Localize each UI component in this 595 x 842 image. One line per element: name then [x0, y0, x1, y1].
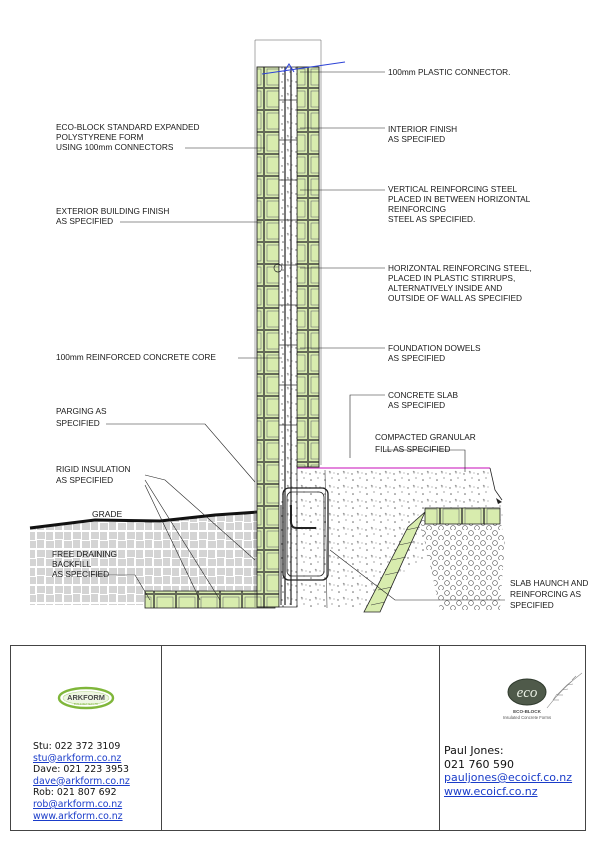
eco-logo-line2: Insulated Concrete Forms [503, 715, 551, 720]
label-concrete-slab: CONCRETE SLAB [388, 390, 459, 400]
paul-email[interactable]: pauljones@ecoicf.co.nz [444, 771, 573, 784]
ecoblock-logo: eco ECO-BLOCK Insulated Concrete Forms [503, 672, 583, 720]
label-interior-finish: INTERIOR FINISH [388, 124, 457, 134]
blank-cell [161, 646, 440, 830]
label-vertical-steel-2: PLACED IN BETWEEN HORIZONTAL [388, 194, 531, 204]
label-concrete-core: 100mm REINFORCED CONCRETE CORE [56, 352, 216, 362]
left-labels: ECO-BLOCK STANDARD EXPANDED POLYSTYRENE … [52, 122, 216, 579]
arkform-logo-name: ARKFORM [67, 693, 105, 702]
haunch-rebar [280, 469, 329, 609]
label-grade: GRADE [92, 509, 123, 519]
label-ecoblock-form-3: USING 100mm CONNECTORS [56, 142, 174, 152]
label-slab-haunch: SLAB HAUNCH AND [510, 578, 588, 588]
label-granular-fill: COMPACTED GRANULAR [375, 432, 476, 442]
ecoblock-contact-cell: eco ECO-BLOCK Insulated Concrete Forms P… [439, 646, 585, 830]
paul-name: Paul Jones: [444, 744, 504, 757]
label-exterior-finish: EXTERIOR BUILDING FINISH [56, 206, 169, 216]
contact-dave-phone: Dave: 021 223 3953 [33, 764, 130, 776]
arkform-contact-cell: ARKFORM BUILD BETTER LTD Stu: 022 372 31… [11, 646, 162, 830]
label-parging: PARGING AS [56, 406, 107, 416]
paul-phone: 021 760 590 [444, 757, 514, 771]
contact-stu-email[interactable]: stu@arkform.co.nz [33, 752, 122, 764]
arkform-contacts: Stu: 022 372 3109 stu@arkform.co.nz Dave… [33, 741, 130, 822]
contact-stu-phone: Stu: 022 372 3109 [33, 741, 121, 752]
label-free-draining: FREE DRAINING [52, 549, 117, 559]
label-ecoblock-form: ECO-BLOCK STANDARD EXPANDED [56, 122, 200, 132]
contact-rob-phone: Rob: 021 807 692 [33, 787, 117, 799]
label-slab-haunch-2: REINFORCING AS [510, 589, 581, 599]
paul-jones-contact: Paul Jones: 021 760 590 pauljones@ecoicf… [444, 744, 572, 798]
label-vertical-steel-3: REINFORCING [388, 204, 446, 214]
leader-lines [92, 71, 505, 601]
eco-logo-mark: eco [517, 685, 538, 701]
label-parging-2: SPECIFIED [56, 418, 100, 428]
label-vertical-steel: VERTICAL REINFORCING STEEL [388, 184, 517, 194]
label-foundation-dowels-2: AS SPECIFIED [388, 353, 445, 363]
label-plastic-connector: 100mm PLASTIC CONNECTOR. [388, 67, 510, 77]
label-free-draining-3: AS SPECIFIED [52, 569, 109, 579]
footing-forms [144, 590, 276, 609]
label-granular-fill-2: FILL AS SPECIFIED [375, 444, 450, 454]
fern-icon [546, 672, 583, 709]
ecoicf-website[interactable]: www.ecoicf.co.nz [444, 784, 538, 798]
label-vertical-steel-4: STEEL AS SPECIFIED. [388, 214, 475, 224]
backfill-soil [29, 510, 259, 605]
label-horizontal-steel-4: OUTSIDE OF WALL AS SPECIFIED [388, 293, 522, 303]
contact-arkform-website[interactable]: www.arkform.co.nz [33, 810, 123, 822]
label-foundation-dowels: FOUNDATION DOWELS [388, 343, 481, 353]
title-block: ARKFORM BUILD BETTER LTD Stu: 022 372 31… [10, 645, 586, 831]
eco-logo-line1: ECO-BLOCK [513, 709, 541, 714]
label-horizontal-steel-2: PLACED IN PLASTIC STIRRUPS, [388, 273, 515, 283]
label-rigid-insulation: RIGID INSULATION [56, 464, 131, 474]
arkform-logo: ARKFORM BUILD BETTER LTD [57, 686, 115, 710]
right-labels: 100mm PLASTIC CONNECTOR. INTERIOR FINISH… [375, 67, 588, 610]
arkform-logo-tagline: BUILD BETTER LTD [74, 702, 98, 706]
label-free-draining-2: BACKFILL [52, 559, 92, 569]
contact-dave-email[interactable]: dave@arkform.co.nz [33, 775, 130, 787]
label-horizontal-steel-3: ALTERNATIVELY INSIDE AND [388, 283, 502, 293]
slab-haunch-forms [363, 507, 501, 613]
label-concrete-slab-2: AS SPECIFIED [388, 400, 445, 410]
label-horizontal-steel: HORIZONTAL REINFORCING STEEL, [388, 263, 532, 273]
contact-rob-email[interactable]: rob@arkform.co.nz [33, 798, 123, 810]
ecoblock-wall-section-drawing: 100mm PLASTIC CONNECTOR. INTERIOR FINISH… [29, 39, 588, 613]
label-interior-finish-2: AS SPECIFIED [388, 134, 445, 144]
label-exterior-finish-2: AS SPECIFIED [56, 216, 113, 226]
icf-wall [254, 39, 346, 608]
label-rigid-insulation-2: AS SPECIFIED [56, 475, 113, 485]
label-ecoblock-form-2: POLYSTYRENE FORM [56, 132, 144, 142]
label-slab-haunch-3: SPECIFIED [510, 600, 554, 610]
